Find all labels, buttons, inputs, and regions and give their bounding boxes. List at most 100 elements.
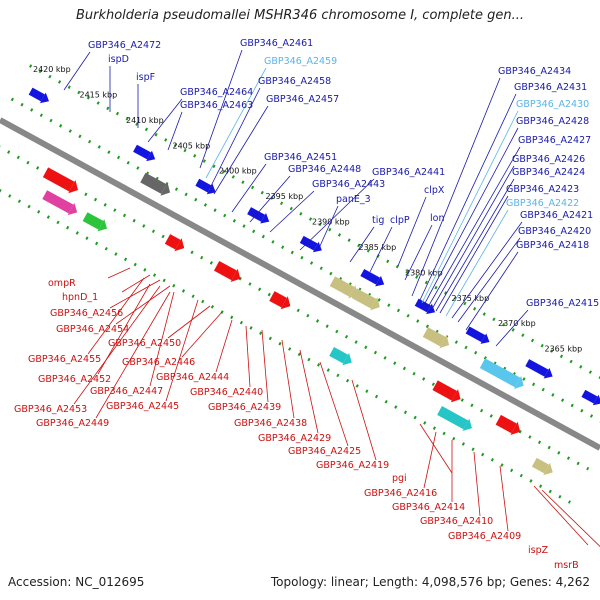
bottom-gene-label[interactable]: GBP346_A2419: [316, 460, 389, 471]
bottom-gene-label[interactable]: GBP346_A2450: [108, 338, 181, 349]
top-gene-label[interactable]: lon: [430, 213, 444, 224]
top-gene-label[interactable]: GBP346_A2422: [506, 198, 579, 209]
leader-line: [249, 175, 291, 223]
bottom-gene-label[interactable]: GBP346_A2452: [38, 374, 111, 385]
forward-gene-body: [195, 178, 212, 193]
top-gene-label[interactable]: GBP346_A2441: [372, 167, 445, 178]
bottom-gene-label[interactable]: GBP346_A2444: [156, 372, 229, 383]
forward-gene-pseudo-body: [351, 288, 377, 309]
bottom-gene-label[interactable]: GBP346_A2425: [288, 446, 361, 457]
forward-gene-head: [206, 183, 216, 195]
leader-line: [351, 379, 377, 461]
leader-line: [299, 178, 375, 251]
top-gene-label[interactable]: tig: [372, 215, 384, 226]
top-gene-label[interactable]: GBP346_A2415: [526, 298, 599, 309]
bottom-gene-label[interactable]: pgi: [392, 473, 407, 484]
reverse-gene-other-body: [531, 457, 550, 474]
forward-gene-head: [426, 303, 436, 315]
tick-label: 2410 kbp: [126, 116, 164, 125]
bottom-gene-label[interactable]: GBP346_A2410: [420, 516, 493, 527]
reverse-gene-other-head: [342, 352, 352, 366]
bottom-gene-label[interactable]: GBP346_A2438: [234, 418, 307, 429]
tick-label: 2395 kbp: [266, 192, 304, 201]
leader-line: [231, 163, 267, 213]
reverse-gene-head: [280, 296, 291, 310]
reverse-gene-head: [510, 421, 521, 435]
bottom-gene-label[interactable]: GBP346_A2429: [258, 433, 331, 444]
top-gene-label[interactable]: GBP346_A2428: [516, 116, 589, 127]
bottom-gene-label[interactable]: GBP346_A2446: [122, 357, 195, 368]
forward-gene-pseudo: [351, 288, 380, 311]
forward-gene-head: [260, 212, 270, 224]
reverse-gene-other: [329, 347, 352, 366]
bottom-gene-label[interactable]: GBP346_A2416: [364, 488, 437, 499]
forward-gene-pseudo-head: [160, 182, 171, 196]
top-gene-label[interactable]: GBP346_A2458: [258, 76, 331, 87]
bottom-gene-label[interactable]: GBP346_A2456: [50, 308, 123, 319]
bottom-gene-label[interactable]: ispZ: [528, 545, 549, 556]
forward-gene-body: [299, 235, 318, 251]
bottom-gene-label[interactable]: GBP346_A2409: [448, 531, 521, 542]
bottom-gene-label[interactable]: msrB: [554, 560, 579, 571]
tick-label: 2405 kbp: [173, 141, 211, 150]
top-gene-label[interactable]: GBP346_A2448: [288, 164, 361, 175]
forward-gene-body: [28, 87, 45, 102]
bottom-gene-label[interactable]: GBP346_A2414: [392, 502, 465, 513]
top-gene-label[interactable]: GBP346_A2463: [180, 100, 253, 111]
top-gene-label[interactable]: GBP346_A2451: [264, 152, 337, 163]
forward-gene-pseudo-head: [513, 375, 524, 389]
forward-gene: [414, 298, 436, 315]
leader-line: [73, 285, 161, 405]
top-gene-label[interactable]: panE_3: [336, 194, 371, 205]
forward-gene-pseudo-head: [370, 297, 380, 311]
reverse-gene-other-body: [329, 347, 349, 364]
bottom-gene-label[interactable]: GBP346_A2454: [56, 324, 129, 335]
top-gene-label[interactable]: ispF: [136, 72, 155, 83]
top-gene-label[interactable]: GBP346_A2472: [88, 40, 161, 51]
top-gene-label[interactable]: clpX: [424, 185, 445, 196]
bottom-gene-label[interactable]: ompR: [48, 278, 76, 289]
top-gene-label[interactable]: GBP346_A2426: [512, 154, 585, 165]
top-gene-label[interactable]: GBP346_A2420: [518, 226, 591, 237]
guide-rail: [29, 64, 600, 380]
tick-label: 2420 kbp: [33, 65, 71, 74]
leader-line: [213, 105, 269, 195]
accession-text: Accession: NC_012695: [8, 575, 145, 589]
leader-line: [435, 178, 515, 312]
map-title: Burkholderia pseudomallei MSHR346 chromo…: [75, 8, 525, 23]
forward-gene-pseudo-body: [329, 276, 355, 297]
bottom-gene-label[interactable]: GBP346_A2453: [14, 404, 87, 415]
top-gene-label[interactable]: GBP346_A2459: [264, 56, 337, 67]
leader-line: [209, 87, 261, 189]
forward-gene-body: [360, 268, 380, 285]
top-gene-label[interactable]: GBP346_A2421: [520, 210, 593, 221]
bottom-gene-label[interactable]: GBP346_A2439: [208, 402, 281, 413]
top-gene-label[interactable]: GBP346_A2431: [514, 82, 587, 93]
top-gene-label[interactable]: GBP346_A2443: [312, 179, 385, 190]
top-gene-label[interactable]: GBP346_A2461: [240, 38, 313, 49]
bottom-gene-label[interactable]: GBP346_A2449: [36, 418, 109, 429]
bottom-gene-label[interactable]: GBP346_A2455: [28, 354, 101, 365]
top-gene-label[interactable]: clpP: [390, 215, 410, 226]
bottom-gene-label[interactable]: GBP346_A2447: [90, 386, 163, 397]
top-gene-label[interactable]: GBP346_A2457: [266, 94, 339, 105]
reverse-gene-other: [42, 190, 78, 216]
leader-line: [87, 277, 145, 355]
top-gene-label[interactable]: GBP346_A2424: [512, 167, 585, 178]
top-gene-label[interactable]: GBP346_A2427: [518, 135, 591, 146]
tick-label: 2415 kbp: [80, 90, 118, 99]
top-gene-label[interactable]: GBP346_A2418: [516, 240, 589, 251]
top-gene-label[interactable]: GBP346_A2434: [498, 66, 571, 77]
top-gene-label[interactable]: ispD: [108, 54, 129, 65]
top-gene-label[interactable]: GBP346_A2464: [180, 87, 253, 98]
bottom-gene-label[interactable]: GBP346_A2445: [106, 401, 179, 412]
reverse-gene-body: [213, 260, 237, 281]
bottom-gene-label[interactable]: GBP346_A2440: [190, 387, 263, 398]
genome-axis: [0, 117, 600, 451]
top-gene-label[interactable]: GBP346_A2423: [506, 184, 579, 195]
bottom-gene-label[interactable]: hpnD_1: [62, 292, 98, 303]
top-gene-label[interactable]: GBP346_A2430: [516, 99, 589, 110]
forward-gene-body: [414, 298, 431, 313]
reverse-gene: [495, 414, 521, 435]
